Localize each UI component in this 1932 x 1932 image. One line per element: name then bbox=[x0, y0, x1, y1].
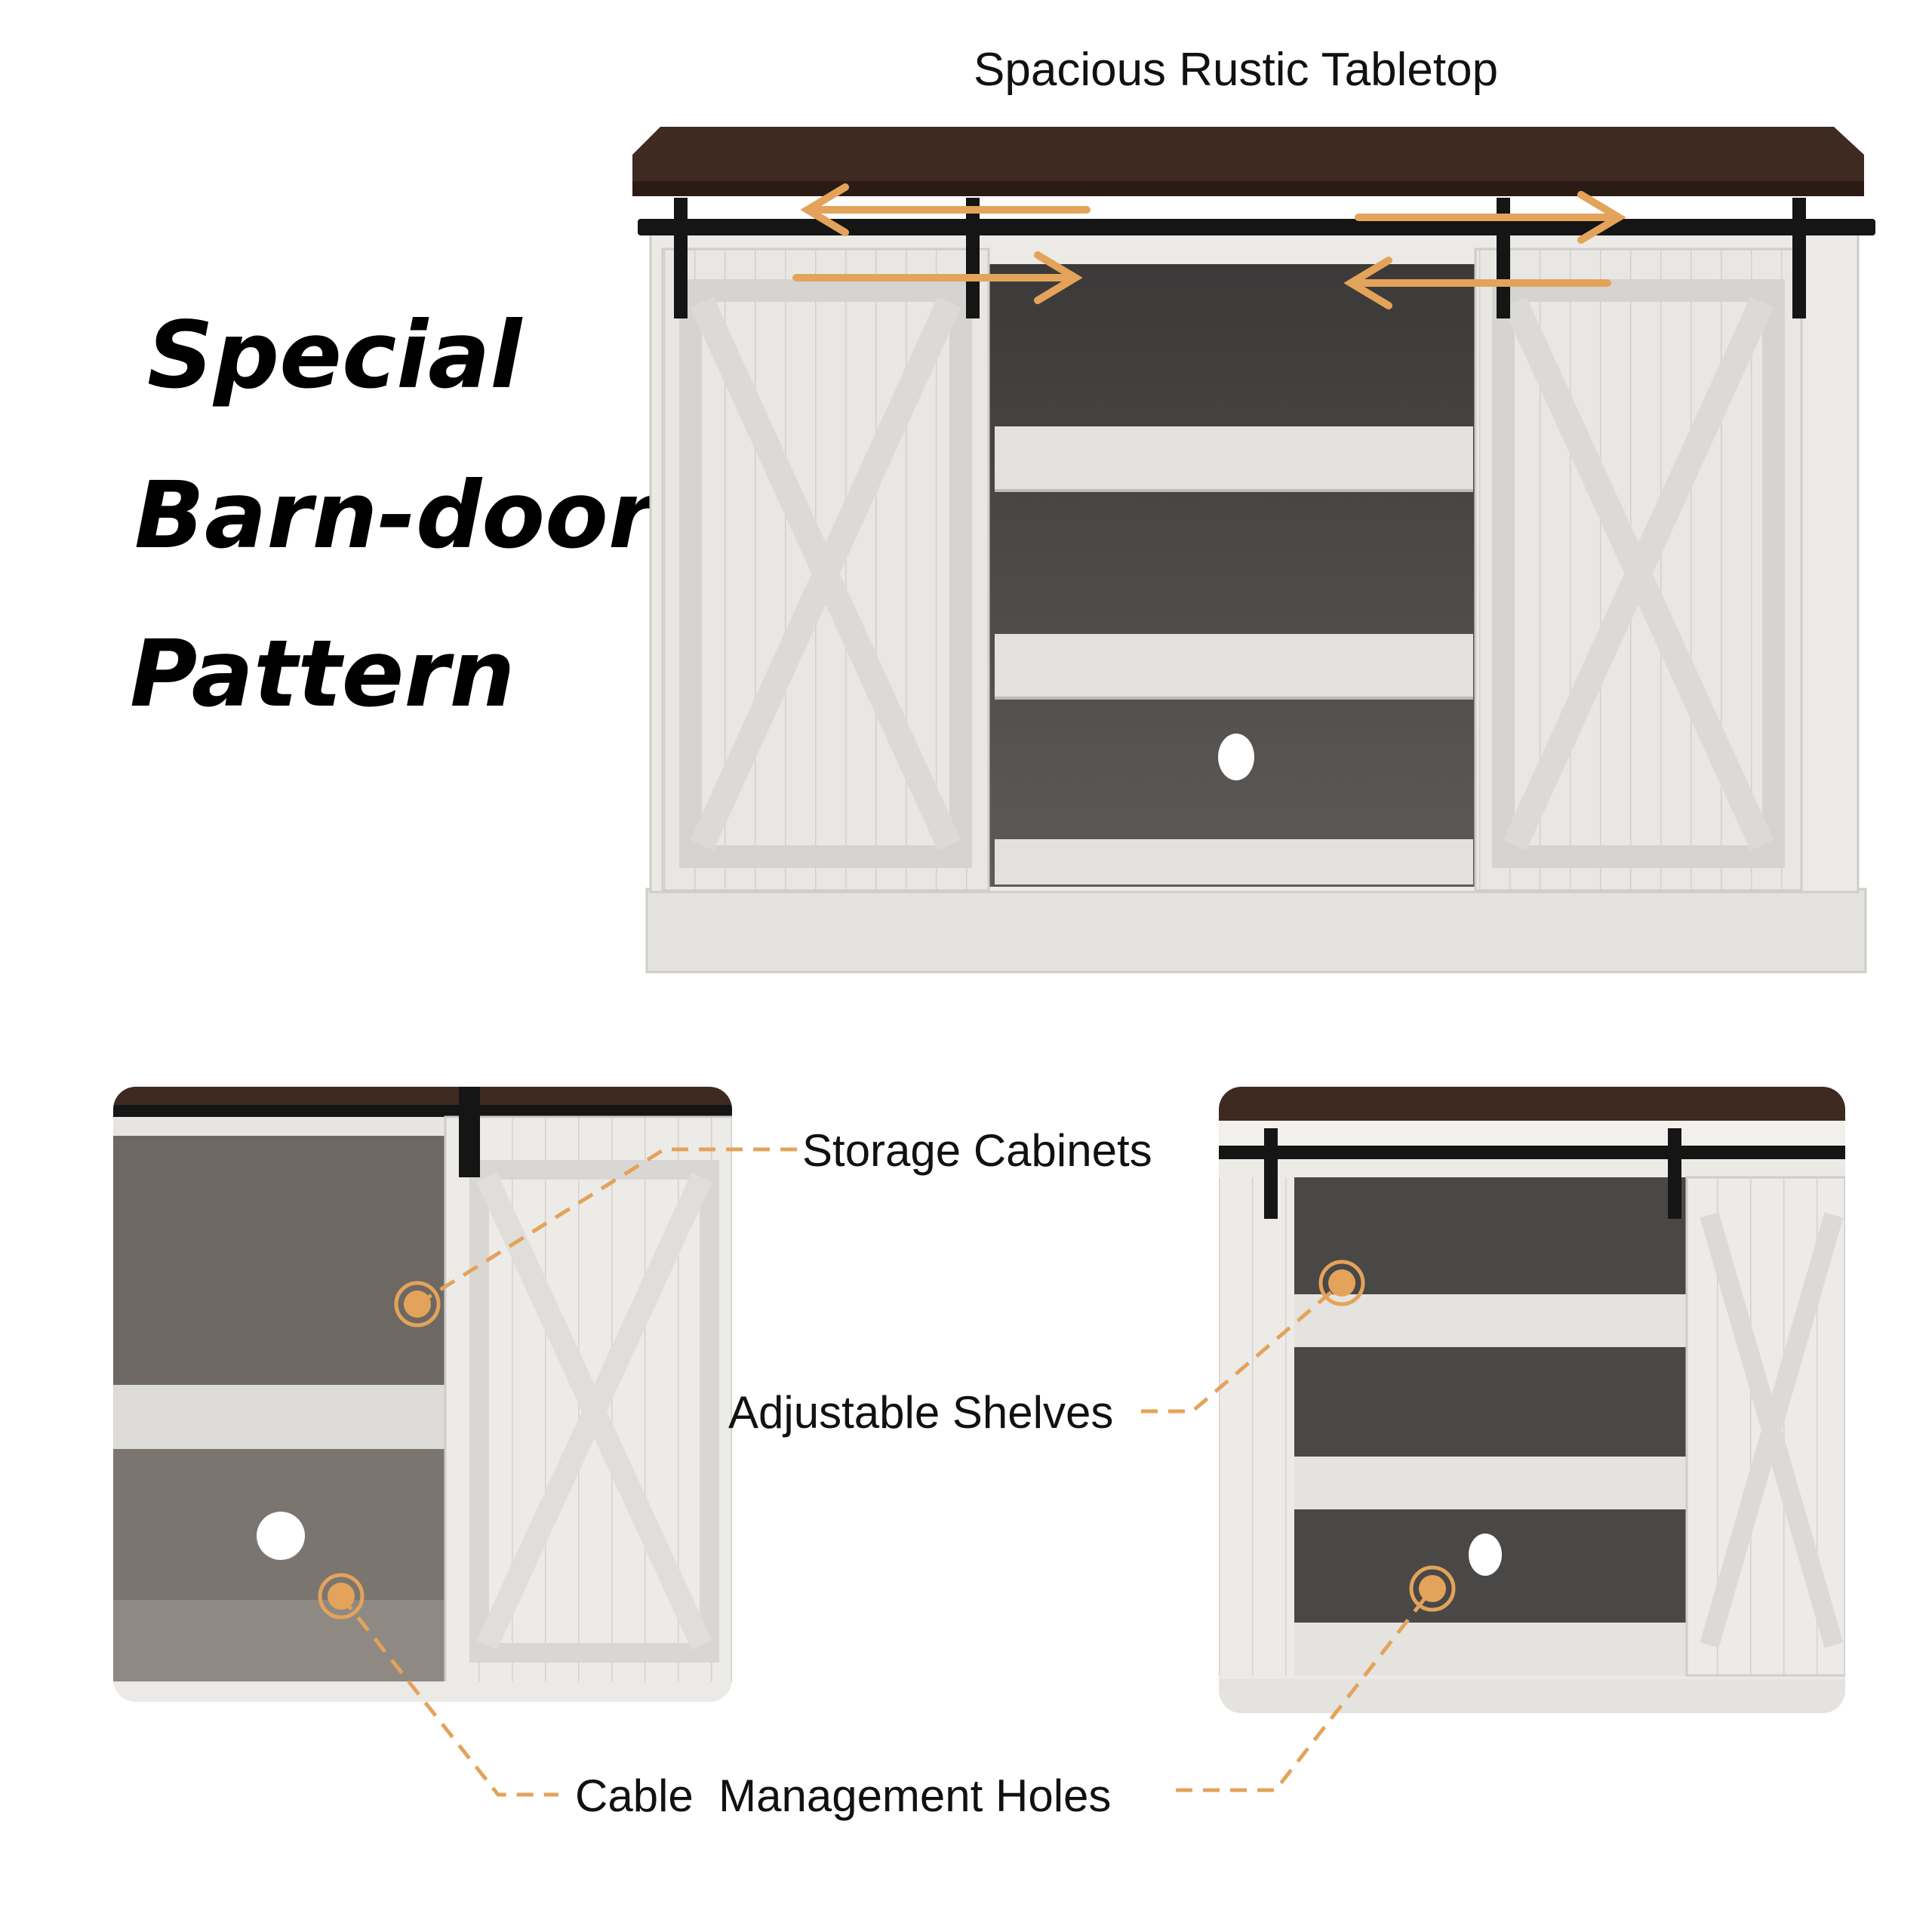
callout-marker bbox=[1318, 1260, 1365, 1306]
headline-barn-door: Barn-door bbox=[134, 462, 654, 569]
adjustable-shelves-detail bbox=[1219, 1087, 1845, 1713]
tabletop-label: Spacious Rustic Tabletop bbox=[974, 44, 1499, 96]
callout-marker bbox=[318, 1573, 365, 1620]
headline-pattern: Pattern bbox=[130, 620, 515, 728]
callout-cable-management-holes: Cable Management Holes bbox=[575, 1770, 1112, 1821]
left-barn-door bbox=[661, 248, 990, 892]
callout-marker bbox=[1409, 1565, 1456, 1612]
right-barn-door bbox=[1474, 248, 1803, 892]
sliding-direction-arrows bbox=[792, 183, 1626, 309]
storage-cabinet-detail bbox=[113, 1087, 732, 1702]
callout-marker bbox=[394, 1281, 441, 1327]
headline-special: Special bbox=[147, 302, 522, 409]
tabletop bbox=[632, 127, 1864, 196]
callout-storage-cabinets: Storage Cabinets bbox=[802, 1125, 1152, 1176]
callout-adjustable-shelves: Adjustable Shelves bbox=[728, 1387, 1114, 1438]
